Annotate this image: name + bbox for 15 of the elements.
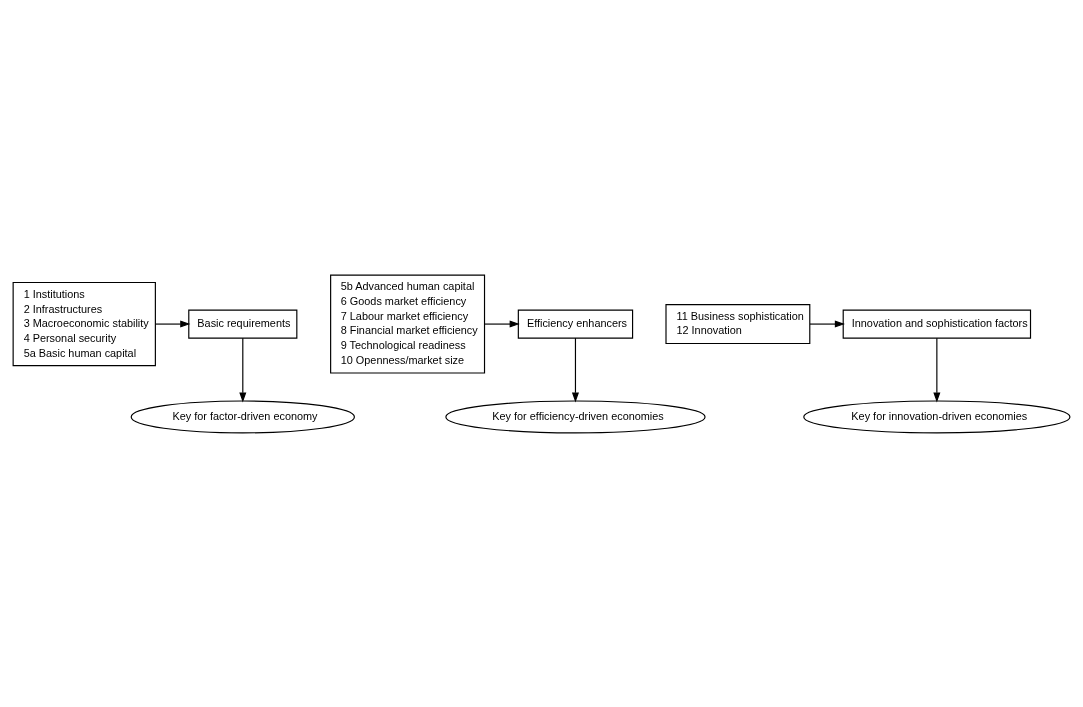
arrow [239, 337, 247, 403]
arrow [933, 337, 941, 403]
node-box: Basic requirements [188, 309, 298, 339]
arrow [571, 337, 579, 403]
node-ellipse: Key for factor-driven economy [130, 399, 355, 433]
node-ellipse: Key for efficiency-driven economies [445, 399, 706, 433]
arrow [484, 320, 520, 328]
node-box: 5b Advanced human capital 6 Goods market efficiency 7 Labour market efficiency 8 Financial market efficiency 9 Technological readiness 10 Openness/market size [330, 274, 486, 374]
node-box: 1 Institutions 2 Infrastructures 3 Macroeconomic stability 4 Personal security 5a Basic human capital [12, 281, 156, 366]
node-box: 11 Business sophistication 12 Innovation [665, 303, 811, 344]
node-box: Efficiency enhancers [517, 309, 634, 339]
arrow [154, 320, 191, 328]
arrow [809, 320, 845, 328]
node-box: Innovation and sophistication factors [842, 309, 1032, 339]
node-ellipse: Key for innovation-driven economies [803, 399, 1071, 433]
